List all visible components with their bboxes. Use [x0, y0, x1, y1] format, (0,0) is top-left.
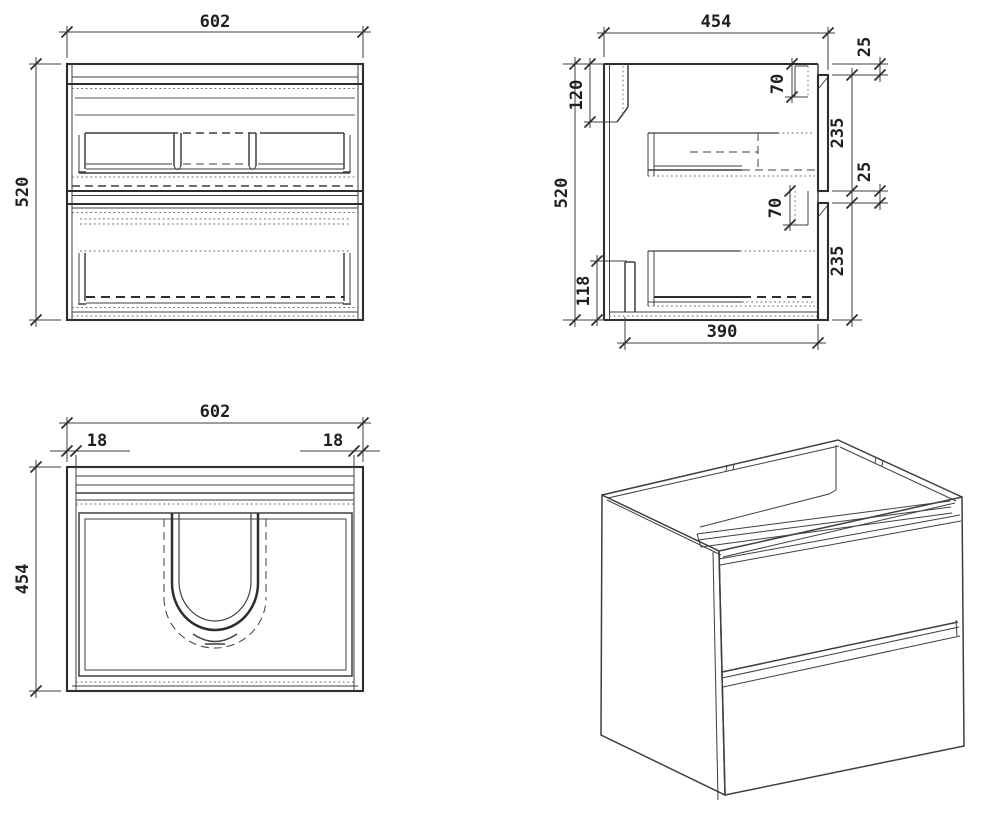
- dim-upper-front: 235: [828, 118, 848, 149]
- plan-view: 602 18 18 454: [13, 402, 380, 698]
- dim-front-height: 520: [13, 177, 33, 208]
- front-view: 602 520: [13, 12, 371, 327]
- dim-left-panel: 18: [87, 431, 107, 451]
- dim-right-panel: 18: [323, 431, 343, 451]
- dim-plan-depth: 454: [13, 564, 33, 595]
- dim-mid-gap: 25: [855, 162, 875, 182]
- dim-upper-box-front: 70: [768, 74, 788, 94]
- dim-top-rail: 120: [567, 80, 587, 111]
- isometric-view: [600, 439, 965, 801]
- dim-lower-front: 235: [828, 246, 848, 277]
- side-view: 454 520 120 118 390 70 70: [552, 12, 888, 350]
- dim-interior-depth: 390: [707, 322, 738, 342]
- dim-plan-width: 602: [200, 402, 231, 422]
- dim-top-gap: 25: [855, 37, 875, 57]
- dim-lower-box-front: 70: [766, 198, 786, 218]
- dim-side-depth: 454: [701, 12, 732, 32]
- dim-front-width: 602: [200, 12, 231, 32]
- dim-side-height: 520: [552, 178, 572, 209]
- dim-bottom-rail: 118: [574, 276, 594, 307]
